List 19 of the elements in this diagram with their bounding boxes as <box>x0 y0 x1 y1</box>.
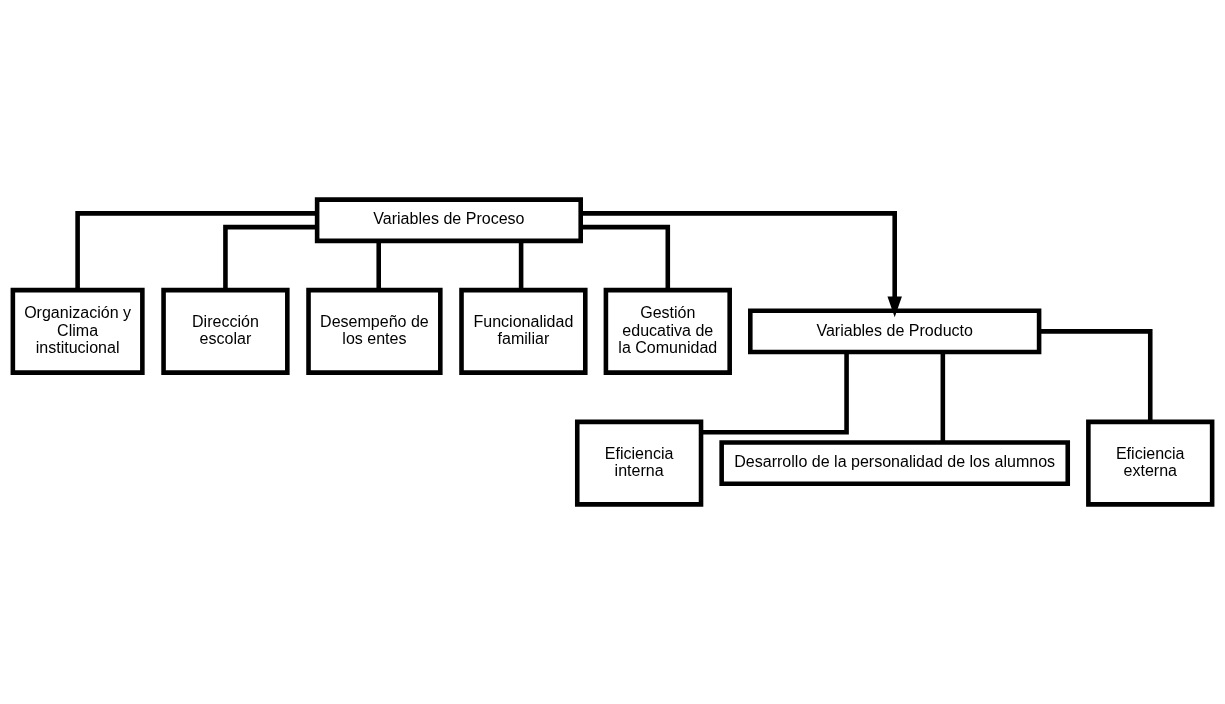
node-box: Variables de Producto <box>748 308 1042 355</box>
node-box: Eficiencia externa <box>1086 419 1215 507</box>
node-box: Gestión educativa de la Comunidad <box>603 287 732 375</box>
connector <box>580 224 671 290</box>
node-box: Dirección escolar <box>161 287 290 375</box>
connector <box>223 224 317 290</box>
connector <box>1039 329 1153 422</box>
connector <box>518 241 524 290</box>
node-box: Desarrollo de la personalidad de los alumnos <box>719 440 1071 487</box>
node-box: Funcionalidad familiar <box>459 287 588 375</box>
connector <box>940 352 946 443</box>
node-box: Eficiencia interna <box>574 419 704 507</box>
connector <box>376 241 381 290</box>
node-box: Organización y Clima institucional <box>10 287 145 375</box>
arrow <box>580 211 902 318</box>
connector <box>701 352 849 435</box>
connector <box>75 211 317 291</box>
node-box: Variables de Proceso <box>314 197 583 244</box>
node-box: Desempeño de los entes <box>306 287 443 375</box>
